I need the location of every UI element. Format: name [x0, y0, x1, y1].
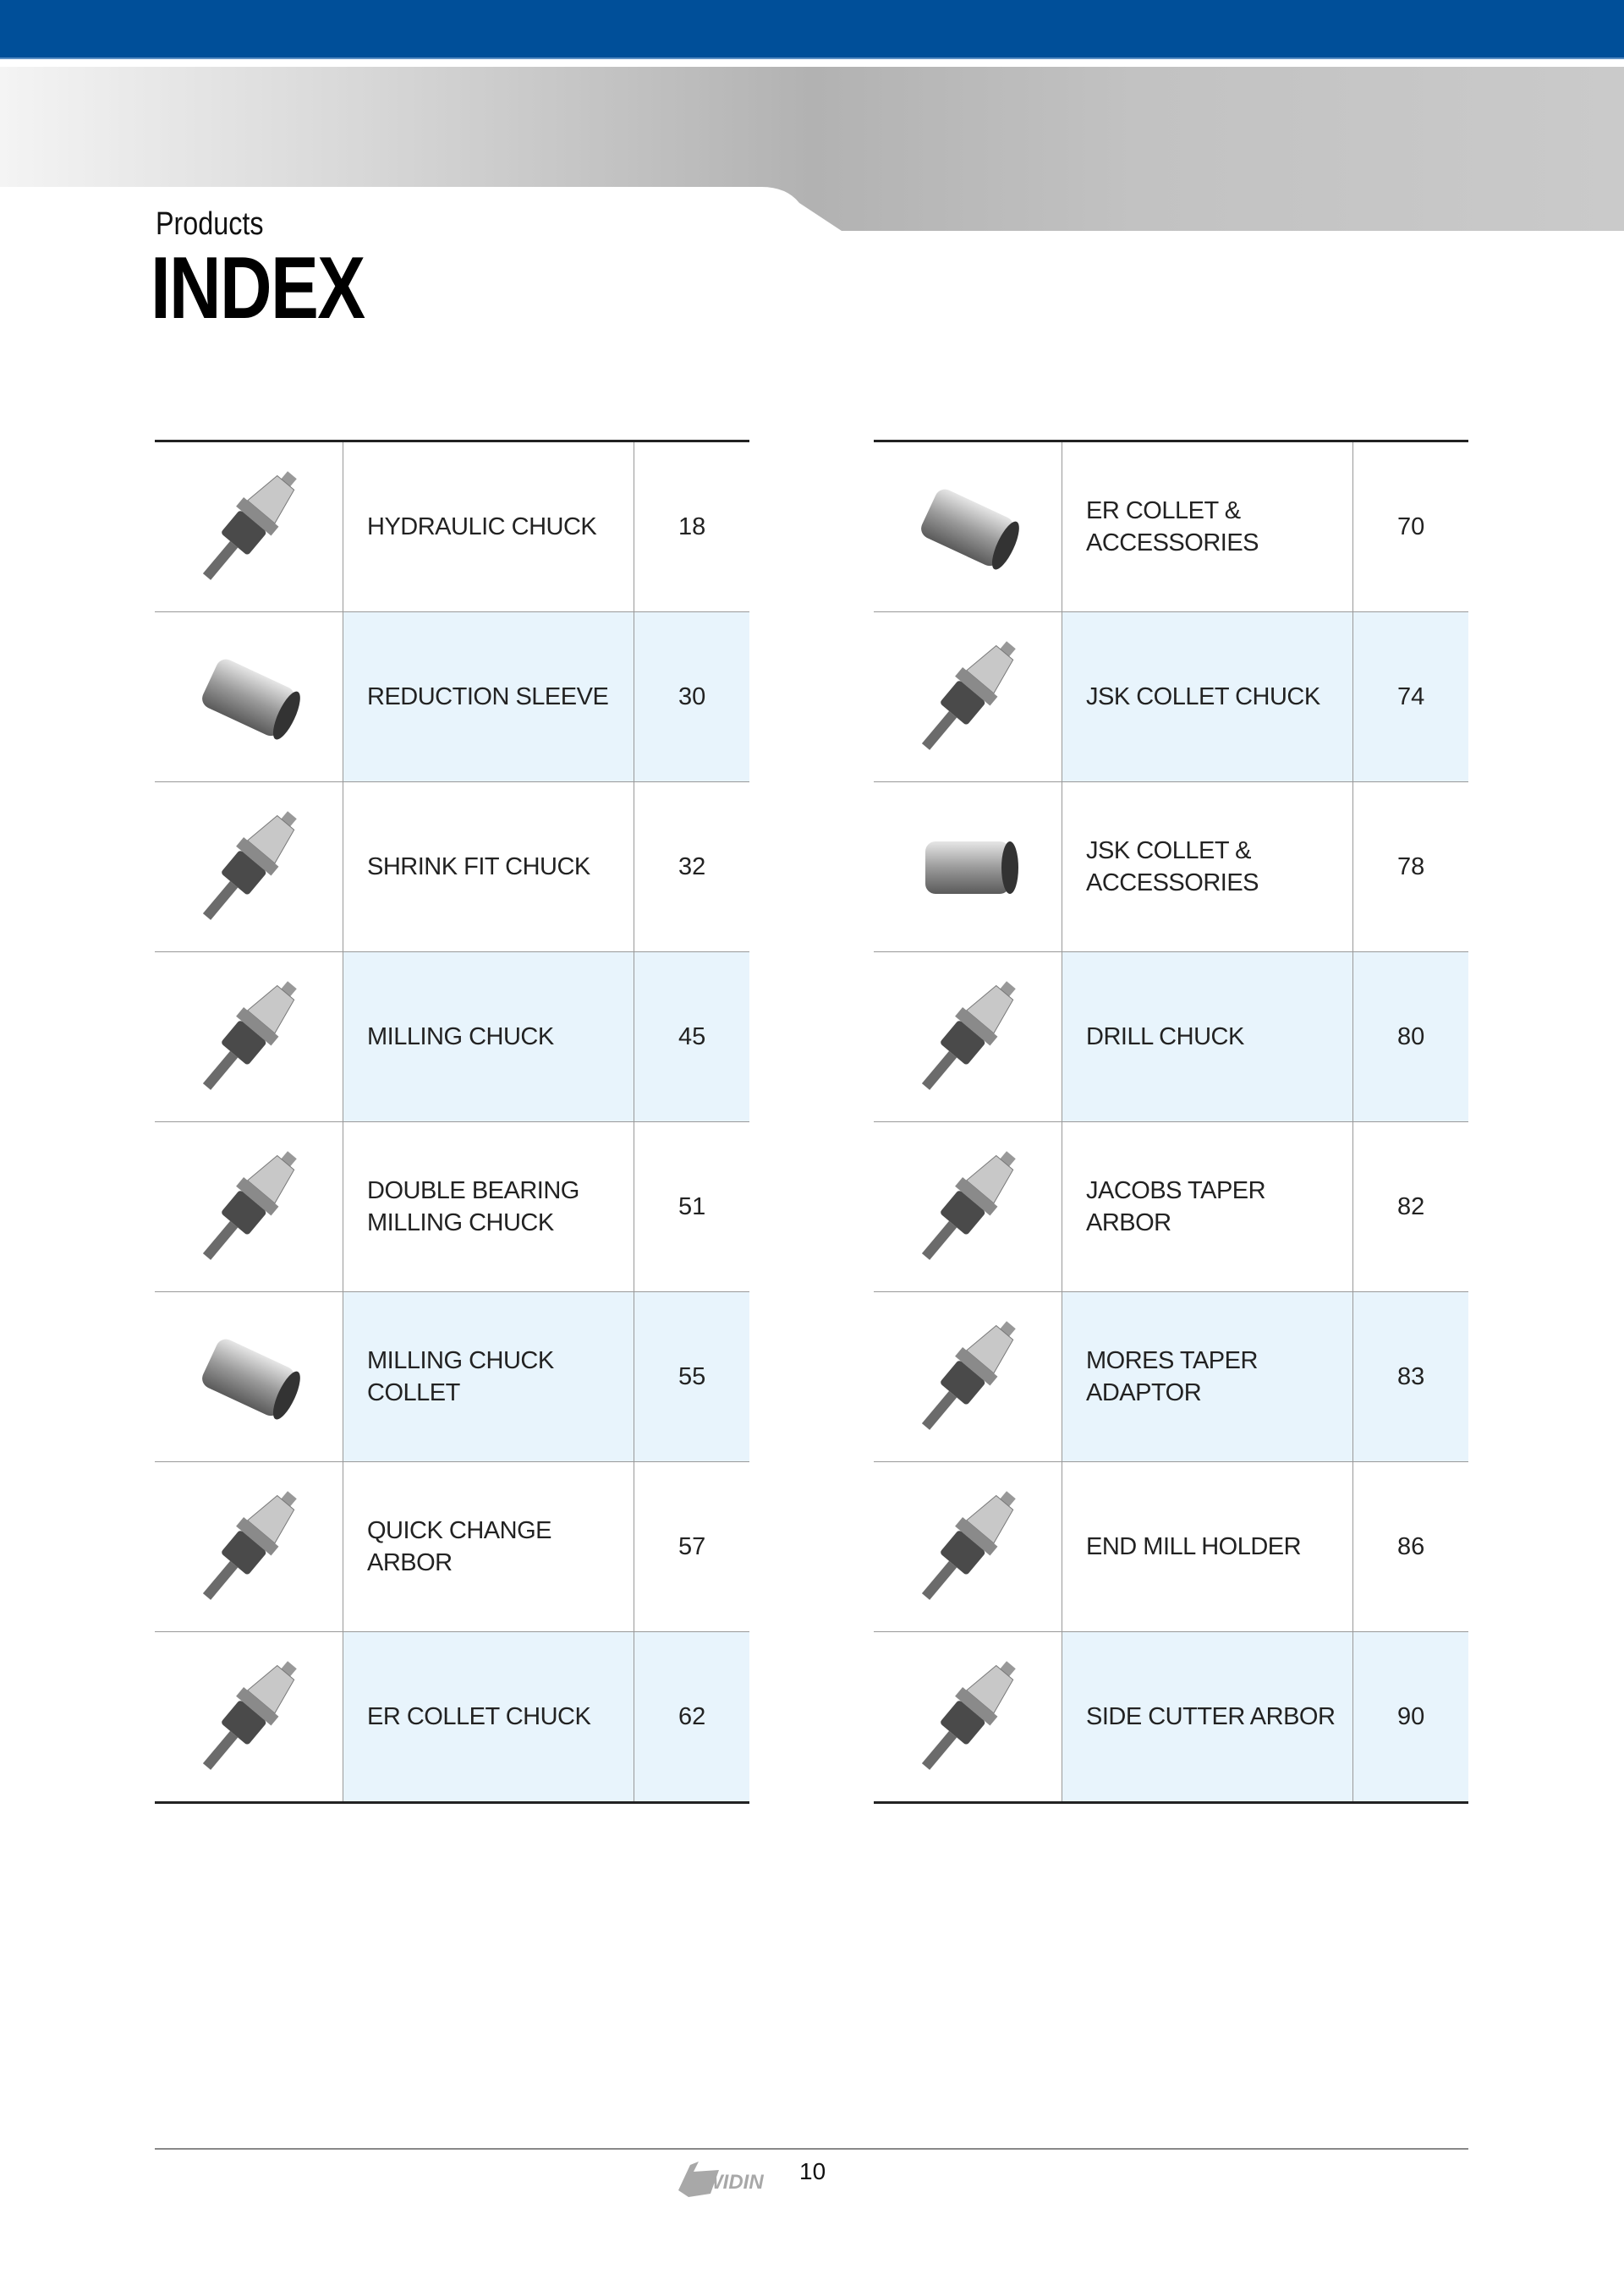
index-row: HYDRAULIC CHUCK 18 — [155, 442, 749, 612]
product-name: SHRINK FIT CHUCK — [343, 782, 634, 951]
index-row: SHRINK FIT CHUCK 32 — [155, 782, 749, 952]
product-page-number: 51 — [678, 1192, 706, 1220]
product-name: JSK COLLET & ACCESSORIES — [1062, 782, 1353, 951]
product-name: MILLING CHUCK COLLET — [343, 1292, 634, 1461]
product-name: REDUCTION SLEEVE — [343, 612, 634, 781]
er-collet-image-icon — [874, 442, 1062, 611]
header-subtitle: Products — [156, 206, 264, 242]
product-name: ER COLLET & ACCESSORIES — [1062, 442, 1353, 611]
top-brand-bar — [0, 0, 1624, 58]
svg-text:WIDIN: WIDIN — [704, 2171, 764, 2194]
product-page-number: 83 — [1353, 1292, 1468, 1461]
product-page-number: 78 — [1397, 852, 1425, 880]
reduction-sleeve-image-icon — [155, 612, 343, 781]
index-row: ER COLLET & ACCESSORIES 70 — [874, 442, 1468, 612]
widin-logo: WIDIN — [668, 2156, 778, 2203]
product-page-number: 82 — [1397, 1192, 1425, 1220]
product-name: MORES TAPER ADAPTOR — [1062, 1292, 1353, 1461]
product-name: QUICK CHANGE ARBOR — [343, 1462, 634, 1631]
product-name: JSK COLLET CHUCK — [1062, 612, 1353, 781]
page-number: 10 — [799, 2158, 826, 2184]
jacobs-taper-arbor-image-icon — [874, 1122, 1062, 1291]
footer-divider — [155, 2148, 1468, 2150]
milling-chuck-collet-image-icon — [155, 1292, 343, 1461]
product-page-number: 30 — [634, 612, 749, 781]
product-page-number: 57 — [678, 1532, 706, 1560]
index-row: DOUBLE BEARING MILLING CHUCK 51 — [155, 1122, 749, 1292]
jsk-collet-image-icon — [874, 782, 1062, 951]
product-page-number: 74 — [1353, 612, 1468, 781]
jsk-collet-chuck-image-icon — [874, 612, 1062, 781]
side-cutter-arbor-image-icon — [874, 1632, 1062, 1801]
top-bar-accent-line — [0, 58, 1624, 59]
hydraulic-chuck-image-icon — [155, 442, 343, 611]
index-row: JSK COLLET & ACCESSORIES 78 — [874, 782, 1468, 952]
milling-chuck-image-icon — [155, 952, 343, 1121]
product-name: END MILL HOLDER — [1062, 1462, 1353, 1631]
product-page-number: 80 — [1353, 952, 1468, 1121]
end-mill-holder-image-icon — [874, 1462, 1062, 1631]
index-row: JACOBS TAPER ARBOR 82 — [874, 1122, 1468, 1292]
product-page-number: 90 — [1353, 1632, 1468, 1801]
product-page-number: 45 — [634, 952, 749, 1121]
product-name: JACOBS TAPER ARBOR — [1062, 1122, 1353, 1291]
product-page-number: 32 — [678, 852, 706, 880]
er-collet-chuck-image-icon — [155, 1632, 343, 1801]
product-name: MILLING CHUCK — [343, 952, 634, 1121]
double-bearing-milling-chuck-image-icon — [155, 1122, 343, 1291]
product-name: SIDE CUTTER ARBOR — [1062, 1632, 1353, 1801]
product-name: DRILL CHUCK — [1062, 952, 1353, 1121]
product-page-number: 62 — [634, 1632, 749, 1801]
product-page-number: 18 — [678, 512, 706, 540]
product-name: DOUBLE BEARING MILLING CHUCK — [343, 1122, 634, 1291]
index-row: END MILL HOLDER 86 — [874, 1462, 1468, 1632]
shrink-fit-chuck-image-icon — [155, 782, 343, 951]
index-row: QUICK CHANGE ARBOR 57 — [155, 1462, 749, 1632]
morse-taper-adaptor-image-icon — [874, 1292, 1062, 1461]
product-page-number: 86 — [1397, 1532, 1425, 1560]
product-page-number: 70 — [1397, 512, 1425, 540]
header-white-tab — [0, 187, 1624, 254]
product-name: ER COLLET CHUCK — [343, 1632, 634, 1801]
quick-change-arbor-image-icon — [155, 1462, 343, 1631]
product-page-number: 55 — [634, 1292, 749, 1461]
drill-chuck-image-icon — [874, 952, 1062, 1121]
product-name: HYDRAULIC CHUCK — [343, 442, 634, 611]
page-title: INDEX — [151, 239, 365, 337]
